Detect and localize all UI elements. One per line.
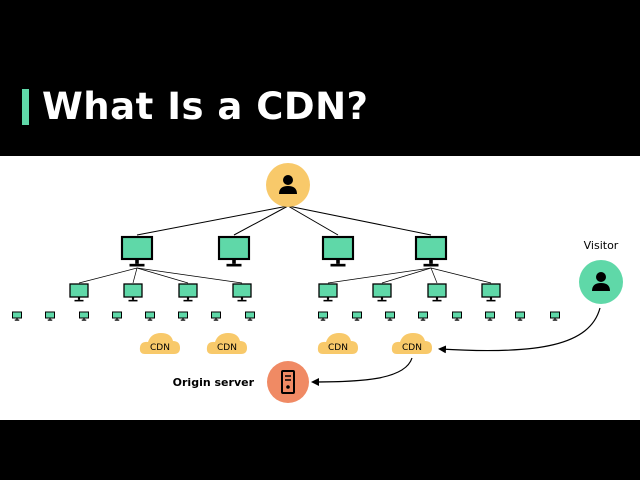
monitor-icon <box>12 311 22 321</box>
cdn-label: CDN <box>150 343 170 353</box>
user-icon <box>592 272 610 291</box>
cdn-clouds: CDN CDN CDN CDN <box>139 333 432 354</box>
cdn-cloud: CDN <box>317 333 358 354</box>
origin-server-label: Origin server <box>173 376 255 389</box>
cdn-label: CDN <box>328 343 348 353</box>
monitor-icon <box>245 311 255 321</box>
network-link <box>136 267 243 284</box>
monitor-icon <box>79 311 89 321</box>
network-link <box>287 205 432 236</box>
monitor-icon <box>318 283 338 302</box>
monitor-icon <box>232 283 252 302</box>
monitor-icon <box>372 283 392 302</box>
network-link <box>233 205 289 236</box>
cdn-cloud: CDN <box>391 333 432 354</box>
monitor-icon <box>352 311 362 321</box>
network-nodes <box>12 235 560 321</box>
monitor-icon <box>515 311 525 321</box>
monitor-icon <box>211 311 221 321</box>
network-link <box>132 267 138 284</box>
origin-server-node <box>267 361 309 403</box>
page-title: What Is a CDN? <box>42 85 369 128</box>
cdn-label: CDN <box>217 343 237 353</box>
visitor-to-cdn-arrow <box>438 307 601 354</box>
network-link <box>327 267 432 284</box>
cdn-label: CDN <box>402 343 422 353</box>
network-links <box>78 205 492 284</box>
visitor-label: Visitor <box>584 239 619 252</box>
title-bar: What Is a CDN? <box>0 0 640 156</box>
monitor-icon <box>481 283 501 302</box>
monitor-icon <box>69 283 89 302</box>
cdn-cloud: CDN <box>206 333 247 354</box>
monitor-icon <box>550 311 560 321</box>
server-icon <box>281 370 295 394</box>
monitor-icon <box>112 311 122 321</box>
monitor-icon <box>178 283 198 302</box>
network-link <box>136 205 289 236</box>
monitor-icon <box>145 311 155 321</box>
monitor-icon <box>318 311 328 321</box>
user-icon <box>279 175 297 194</box>
cdn-diagram: Visitor Origin server CDN CDN <box>0 156 640 420</box>
monitor-icon <box>321 235 355 267</box>
monitor-icon <box>178 311 188 321</box>
monitor-icon <box>120 235 154 267</box>
visitor-node <box>579 260 623 304</box>
bottom-bar <box>0 420 640 480</box>
monitor-icon <box>45 311 55 321</box>
network-link <box>136 267 189 284</box>
monitor-icon <box>385 311 395 321</box>
network-link <box>381 267 432 284</box>
diagram-svg: Visitor Origin server CDN CDN <box>12 163 623 403</box>
network-link <box>287 205 339 236</box>
monitor-icon <box>418 311 428 321</box>
network-link <box>430 267 492 284</box>
monitor-icon <box>485 311 495 321</box>
network-link <box>78 267 138 284</box>
monitor-icon <box>123 283 143 302</box>
cdn-to-origin-arrow <box>311 357 413 386</box>
title-accent-bar <box>22 89 29 125</box>
network-link <box>430 267 438 284</box>
top-user-node <box>266 163 310 207</box>
cdn-cloud: CDN <box>139 333 180 354</box>
monitor-icon <box>427 283 447 302</box>
monitor-icon <box>452 311 462 321</box>
monitor-icon <box>217 235 251 267</box>
monitor-icon <box>414 235 448 267</box>
